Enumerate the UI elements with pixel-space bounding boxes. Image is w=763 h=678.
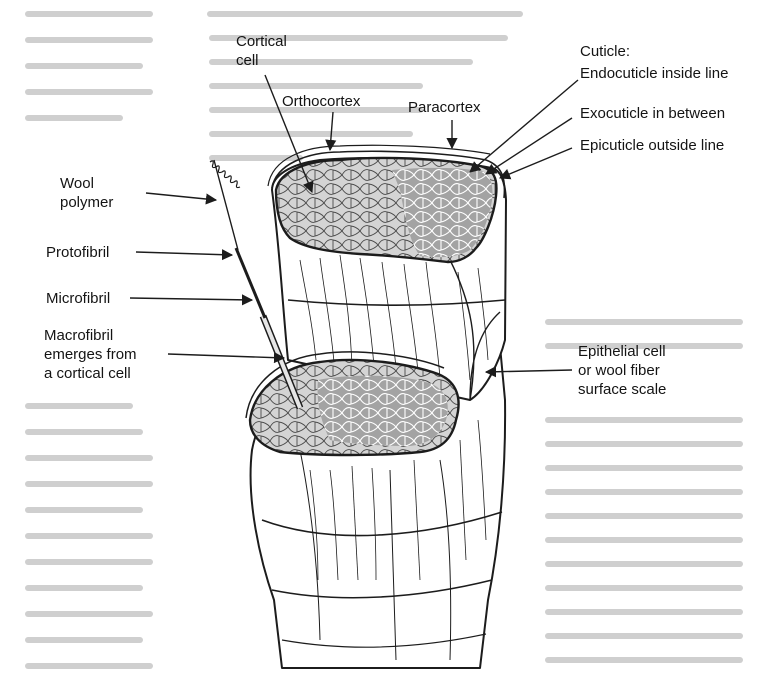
label-macrofibril-line2: emerges from	[44, 345, 137, 364]
label-epithelial-cell-line2: or wool fiber	[578, 361, 666, 380]
label-wool-polymer: Wool polymer	[60, 174, 113, 212]
label-epithelial-cell-line1: Epithelial cell	[578, 342, 666, 361]
arrow-endocuticle	[470, 80, 578, 172]
label-epithelial-cell: Epithelial cell or wool fiber surface sc…	[578, 342, 666, 399]
label-protofibril: Protofibril	[46, 243, 109, 262]
arrow-epicuticle	[500, 148, 572, 178]
protofibril-strand	[214, 160, 238, 250]
label-exocuticle: Exocuticle in between	[580, 104, 725, 123]
arrow-protofibril	[136, 252, 232, 255]
label-wool-polymer-line1: Wool	[60, 174, 113, 193]
label-orthocortex: Orthocortex	[282, 92, 360, 111]
label-macrofibril-line3: a cortical cell	[44, 364, 137, 383]
label-macrofibril: Macrofibril emerges from a cortical cell	[44, 326, 137, 383]
label-cortical-cell-line1: Cortical	[236, 32, 287, 51]
arrow-wool-polymer	[146, 193, 216, 200]
microfibril-strand	[236, 248, 265, 318]
label-macrofibril-line1: Macrofibril	[44, 326, 137, 345]
wool-fiber	[210, 145, 506, 668]
label-cuticle: Cuticle:	[580, 42, 630, 61]
label-epicuticle: Epicuticle outside line	[580, 136, 724, 155]
label-microfibril: Microfibril	[46, 289, 110, 308]
wool-polymer-coil	[210, 161, 240, 188]
lower-paracortex-region	[318, 376, 448, 446]
arrow-microfibril	[130, 298, 252, 300]
label-cortical-cell: Cortical cell	[236, 32, 287, 70]
label-endocuticle: Endocuticle inside line	[580, 64, 728, 83]
label-epithelial-cell-line3: surface scale	[578, 380, 666, 399]
label-cortical-cell-line2: cell	[236, 51, 287, 70]
label-paracortex: Paracortex	[408, 98, 481, 117]
arrow-macrofibril	[168, 354, 284, 358]
label-wool-polymer-line2: polymer	[60, 193, 113, 212]
